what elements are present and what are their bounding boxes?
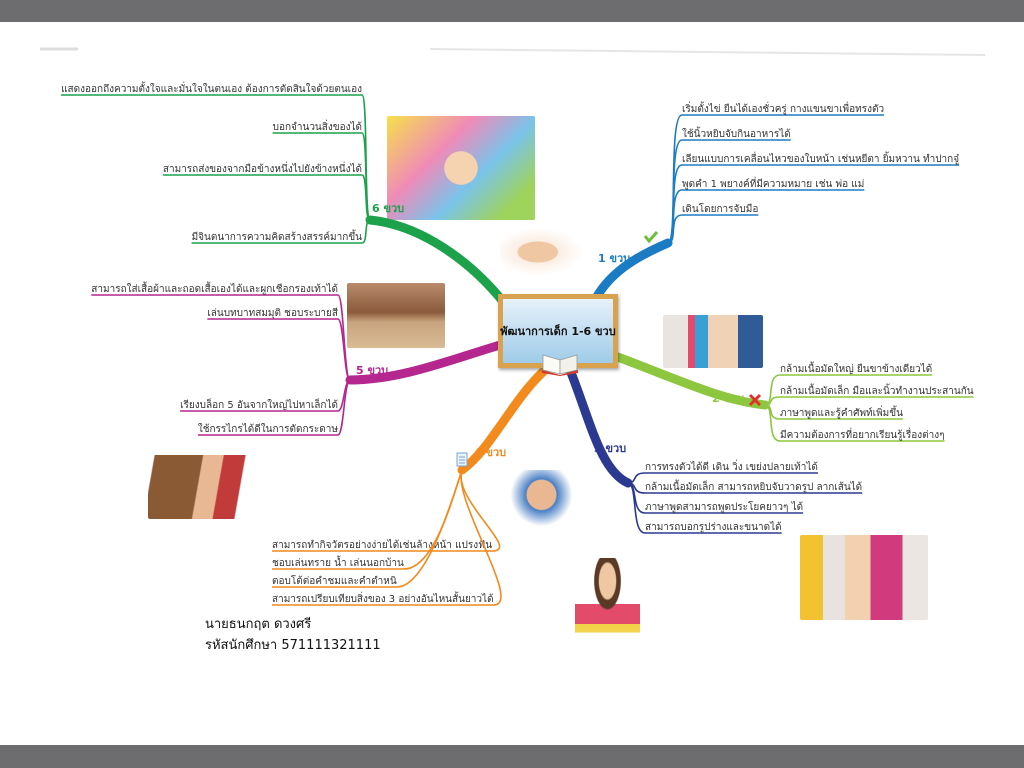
top-bar xyxy=(0,0,1024,22)
branch-item[interactable]: เดินโดยการจับมือ xyxy=(682,202,758,215)
branch-item[interactable]: สามารถส่งของจากมือข้างหนึ่งไปยังข้างหนึ่… xyxy=(163,161,362,175)
sub-branch-line xyxy=(667,189,865,244)
branch-item[interactable]: ภาษาพูดและรู้คำศัพท์เพิ่มขึ้น xyxy=(780,405,903,419)
branch-6: แสดงออกถึงความตั้งใจและมั่นใจในตนเอง ต้อ… xyxy=(61,81,510,309)
branch-item[interactable]: สามารถทำกิจวัตรอย่างง่ายได้เช่นล้างหน้า … xyxy=(272,539,492,551)
sub-branch-line xyxy=(272,132,371,221)
branch-item[interactable]: กล้ามเนื้อมัดใหญ่ ยืนขาข้างเดียวได้ xyxy=(780,361,932,375)
branch-item[interactable]: ใช้นิ้วหยิบจับกินอาหารได้ xyxy=(682,126,791,140)
branch-item[interactable]: สามารถเปรียบเทียบสิ่งของ 3 อย่างอันไหนสั… xyxy=(272,591,494,605)
photo-girl-books xyxy=(575,558,640,650)
photo-girl-crayons xyxy=(800,535,928,620)
branch-item[interactable]: เลียนแบบการเคลื่อนไหวของใบหน้า เช่นหยีตา… xyxy=(682,151,959,165)
branch-item[interactable]: ใช้กรรไกรได้ดีในการตัดกระดาษ xyxy=(198,423,339,435)
sub-branch-line xyxy=(272,469,501,552)
branch-label[interactable]: 1 ขวบ xyxy=(598,252,630,265)
photo-playroom xyxy=(347,283,445,348)
branch-item[interactable]: บอกจำนวนสิ่งของได้ xyxy=(273,119,362,133)
branch-5: สามารถใส่เสื้อผ้าและถอดเสื้อเองได้และผูก… xyxy=(91,281,505,436)
bottom-bar xyxy=(0,745,1024,768)
main-branch-line xyxy=(365,215,510,309)
photo-kids-circle xyxy=(387,116,535,220)
branch-label[interactable]: 6 ขวบ xyxy=(372,202,404,215)
photo-megaphone-boy xyxy=(148,455,258,519)
main-branch-line xyxy=(345,340,505,385)
branch-2: กล้ามเนื้อมัดใหญ่ ยืนขาข้างเดียวได้กล้าม… xyxy=(610,351,974,442)
sub-branch-line xyxy=(764,396,974,406)
main-branch-line xyxy=(457,365,550,475)
sub-branch-line xyxy=(61,94,371,221)
student-id: รหัสนักศึกษา 571111321111 xyxy=(205,638,381,653)
branch-item[interactable]: มีความต้องการที่อยากเรียนรู้เรื่องต่างๆ xyxy=(780,427,945,441)
photo-baby xyxy=(500,228,584,276)
decor-line xyxy=(429,48,986,56)
branch-item[interactable]: ชอบเล่นทราย น้ำ เล่นนอกบ้าน xyxy=(272,555,404,569)
main-branch-line xyxy=(610,351,770,410)
branch-item[interactable]: กล้ามเนื้อมัดเล็ก มือและนิ้วทำงานประสานก… xyxy=(780,383,974,397)
document-icon xyxy=(456,452,468,467)
photo-paint-boy xyxy=(505,470,578,532)
sub-branch-line xyxy=(764,404,945,442)
branch-item[interactable]: เริ่มตั้งไข่ ยืนได้เองชั่วครู่ กางแขนขาเ… xyxy=(682,101,884,115)
sub-branch-line xyxy=(207,318,351,381)
sub-branch-line xyxy=(627,482,782,534)
branch-label[interactable]: 3 ขวบ xyxy=(594,442,626,455)
sub-branch-line xyxy=(272,469,502,606)
branch-label[interactable]: 2 ขวบ xyxy=(712,392,744,405)
branch-item[interactable]: มีจินตนาการความคิดสร้างสรรค์มากขึ้น xyxy=(192,229,363,243)
sub-branch-line xyxy=(764,374,933,406)
branch-3: การทรงตัวได้ดี เดิน วิ่ง เขย่งปลายเท้าได… xyxy=(565,365,863,534)
branch-item[interactable]: พูดคำ 1 พยางค์ที่มีความหมาย เช่น พ่อ แม่ xyxy=(682,176,864,190)
cross-icon xyxy=(748,393,762,407)
branch-4: สามารถทำกิจวัตรอย่างง่ายได้เช่นล้างหน้า … xyxy=(272,365,550,606)
author-name: นายธนกฤต ดวงศรี xyxy=(205,617,312,632)
sub-branch-line xyxy=(197,379,351,436)
branch-label[interactable]: 4 ขวบ xyxy=(474,446,506,459)
branch-1: เริ่มตั้งไข่ ยืนได้เองชั่วครู่ กางแขนขาเ… xyxy=(591,101,959,303)
branch-item[interactable]: กล้ามเนื้อมัดเล็ก สามารถหยิบจับวาดรูป ลา… xyxy=(645,479,862,493)
branch-item[interactable]: การทรงตัวได้ดี เดิน วิ่ง เขย่งปลายเท้าได… xyxy=(645,459,818,473)
sub-branch-line xyxy=(272,469,463,570)
sub-branch-line xyxy=(272,469,463,588)
branch-item[interactable]: สามารถใส่เสื้อผ้าและถอดเสื้อเองได้และผูก… xyxy=(91,281,338,295)
branch-item[interactable]: เล่นบทบาทสมมุติ ชอบระบายสี xyxy=(207,307,338,319)
branch-item[interactable]: สามารถบอกรูปร่างและขนาดได้ xyxy=(645,521,782,533)
center-title: พัฒนาการเด็ก 1-6 ขวบ xyxy=(500,325,616,338)
main-branch-line xyxy=(565,365,633,488)
branch-item[interactable]: ภาษาพูดสามารถพูดประโยคยาวๆ ได้ xyxy=(645,500,803,513)
branch-item[interactable]: เรียงบล็อก 5 อันจากใหญ่ไปหาเล็กได้ xyxy=(180,397,338,411)
author-info: นายธนกฤต ดวงศรี รหัสนักศึกษา 57111132111… xyxy=(205,614,381,656)
check-icon xyxy=(643,231,659,244)
photo-boy-blocks xyxy=(663,315,763,368)
branch-item[interactable]: แสดงออกถึงความตั้งใจและมั่นใจในตนเอง ต้อ… xyxy=(61,81,362,95)
main-branch-line xyxy=(591,238,673,303)
open-book-icon xyxy=(542,354,578,376)
sub-branch-line xyxy=(191,219,371,244)
sub-branch-line xyxy=(162,174,371,221)
branch-item[interactable]: ตอบโต้ต่อคำชมและคำตำหนิ xyxy=(272,574,397,587)
sub-branch-line xyxy=(667,214,759,244)
branch-label[interactable]: 5 ขวบ xyxy=(356,364,388,377)
